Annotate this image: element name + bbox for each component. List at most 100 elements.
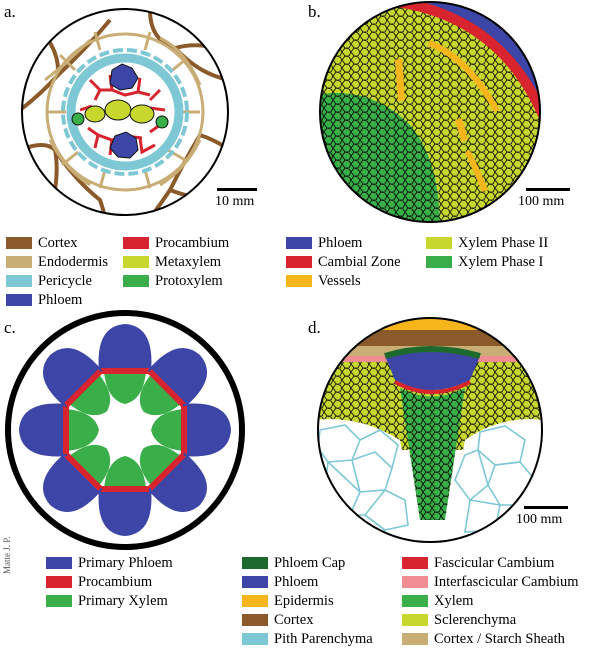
- legend-item: Cambial Zone: [286, 253, 401, 271]
- legend-item: Phloem: [6, 291, 82, 309]
- legend-swatch: [46, 557, 72, 569]
- procambium-band: [64, 452, 103, 491]
- legend-swatch: [46, 576, 72, 588]
- legend-label: Phloem Cap: [274, 554, 346, 571]
- legend-swatch: [123, 256, 149, 268]
- primary-phloem: [98, 488, 152, 536]
- legend-label: Pith Parenchyma: [274, 630, 373, 647]
- legend-label: Procambium: [155, 234, 230, 251]
- legend-swatch: [6, 275, 32, 287]
- legend-item: Endodermis: [6, 253, 108, 271]
- legend-label: Endodermis: [38, 253, 109, 270]
- panel-d-scale-label: 100 mm: [516, 512, 563, 527]
- legend-swatch: [286, 237, 312, 249]
- procambium-band: [64, 369, 103, 408]
- legend-item: Phloem: [286, 234, 362, 252]
- legend-item: Sclerenchyma: [402, 611, 516, 629]
- legend-item: Phloem: [242, 573, 318, 591]
- legend-item: Interfascicular Cambium: [402, 573, 579, 591]
- panel-b-scale-label: 100 mm: [518, 194, 565, 209]
- legend-item: Cortex: [6, 234, 77, 252]
- panel-a-letter: a.: [4, 2, 16, 21]
- vascular-bundle: [139, 347, 208, 416]
- legend-label: Cambial Zone: [318, 253, 401, 270]
- legend-item: Primary Xylem: [46, 592, 168, 610]
- legend-swatch: [46, 595, 72, 607]
- legend-label: Xylem Phase I: [458, 253, 544, 270]
- legend-swatch: [242, 595, 268, 607]
- primary-xylem: [139, 374, 181, 416]
- legend-swatch: [6, 256, 32, 268]
- legend-label: Cortex: [38, 234, 78, 251]
- legend-label: Phloem: [38, 291, 83, 308]
- legend-item: Xylem Phase II: [426, 234, 548, 252]
- legend-swatch: [402, 633, 428, 645]
- primary-xylem: [69, 444, 111, 486]
- legend-swatch: [402, 576, 428, 588]
- primary-xylem: [104, 372, 146, 404]
- legend-label: Phloem: [274, 573, 319, 590]
- legend-swatch: [242, 576, 268, 588]
- legend-swatch: [402, 614, 428, 626]
- procambium-band: [101, 486, 149, 492]
- legend-label: Procambium: [78, 573, 153, 590]
- legend-swatch: [402, 595, 428, 607]
- legend-label: Epidermis: [274, 592, 334, 609]
- procambium-band: [63, 406, 69, 454]
- legend-label: Primary Xylem: [78, 592, 168, 609]
- vascular-bundle: [98, 324, 152, 404]
- legend-item: Primary Phloem: [46, 554, 173, 572]
- panel-b-letter: b.: [308, 2, 321, 21]
- vascular-bundle: [42, 347, 111, 416]
- legend-item: Vessels: [286, 272, 361, 290]
- primary-phloem: [19, 403, 67, 457]
- legend-item: Protoxylem: [123, 272, 223, 290]
- legend-label: Primary Phloem: [78, 554, 173, 571]
- legend-item: Cortex / Starch Sheath: [402, 630, 565, 648]
- legend-item: Epidermis: [242, 592, 334, 610]
- legend-swatch: [286, 256, 312, 268]
- legend-swatch: [426, 237, 452, 249]
- legend-item: Procambium: [123, 234, 229, 252]
- legend-swatch: [286, 275, 312, 287]
- primary-xylem: [104, 456, 146, 488]
- primary-xylem: [139, 444, 181, 486]
- legend-item: Cortex: [242, 611, 313, 629]
- procambium-band: [181, 406, 187, 454]
- primary-xylem: [151, 409, 183, 451]
- legend-item: Xylem Phase I: [426, 253, 543, 271]
- vascular-bundle: [151, 403, 231, 457]
- primary-phloem: [147, 347, 208, 408]
- vascular-bundle: [139, 444, 208, 513]
- primary-phloem: [147, 452, 208, 513]
- primary-phloem: [183, 403, 231, 457]
- legend-label: Pericycle: [38, 272, 92, 289]
- primary-phloem: [98, 324, 152, 372]
- legend-swatch: [402, 557, 428, 569]
- legend-swatch: [123, 275, 149, 287]
- legend-swatch: [426, 256, 452, 268]
- procambium-band: [101, 368, 149, 374]
- legend-label: Metaxylem: [155, 253, 222, 270]
- legend-label: Fascicular Cambium: [434, 554, 555, 571]
- legend-label: Cortex: [274, 611, 314, 628]
- primary-phloem: [42, 452, 103, 513]
- legend-item: Procambium: [46, 573, 152, 591]
- legend-swatch: [242, 614, 268, 626]
- procambium-band: [147, 369, 186, 408]
- procambium-band: [147, 452, 186, 491]
- legend-label: Phloem: [318, 234, 363, 251]
- legend-label: Vessels: [318, 272, 361, 289]
- panel-c-letter: c.: [4, 318, 16, 337]
- panel-d-letter: d.: [308, 318, 321, 337]
- author-credit: Matte J. P.: [2, 536, 12, 574]
- legend-label: Xylem Phase II: [458, 234, 549, 251]
- vascular-bundle: [98, 456, 152, 536]
- legend-swatch: [242, 557, 268, 569]
- primary-xylem: [67, 409, 99, 451]
- vascular-bundle: [19, 403, 99, 457]
- legend-label: Interfascicular Cambium: [434, 573, 579, 590]
- legend-item: Metaxylem: [123, 253, 221, 271]
- legend-item: Fascicular Cambium: [402, 554, 554, 572]
